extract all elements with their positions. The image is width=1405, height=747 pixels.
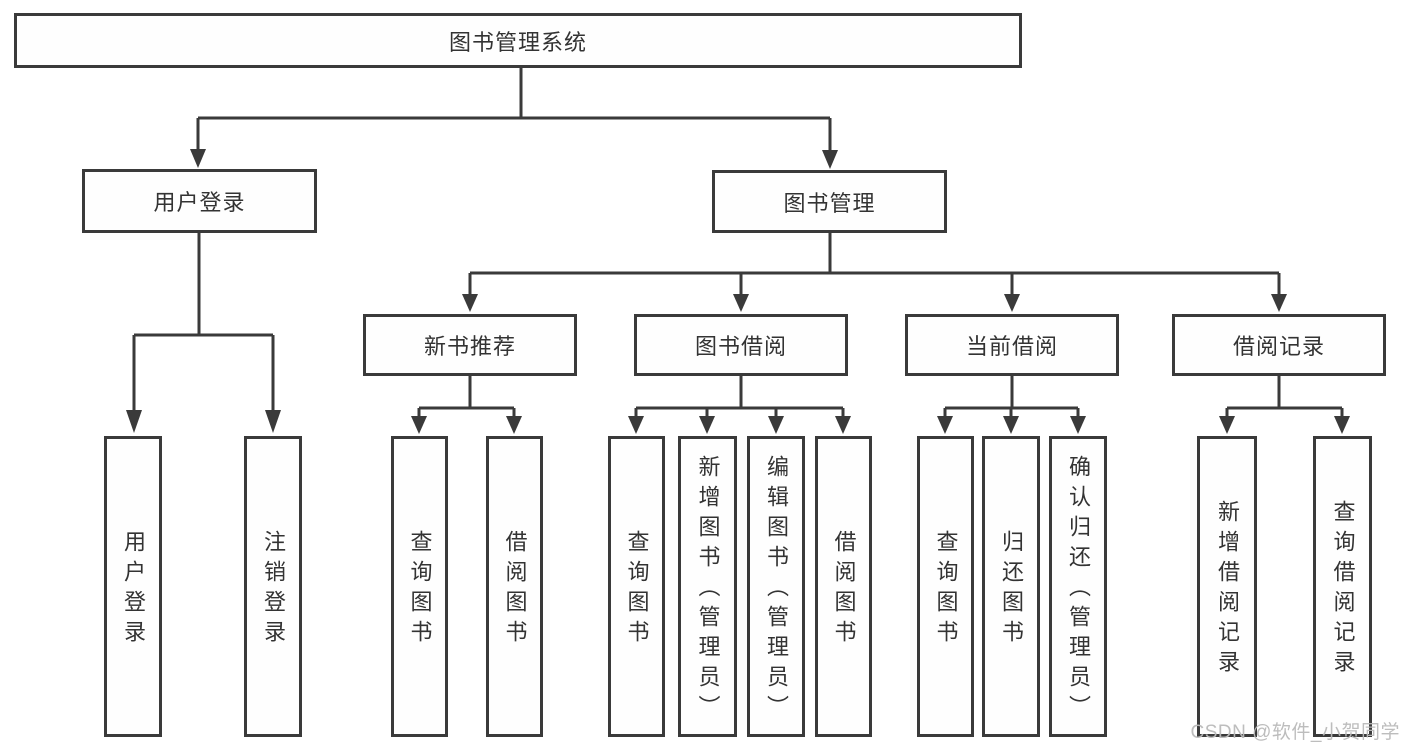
connector-book-mgmt-children	[462, 233, 1287, 312]
leaf-user-login: 用户登录	[104, 436, 162, 737]
leaf-return-books: 归还图书	[982, 436, 1040, 737]
leaf-logout: 注销登录	[244, 436, 302, 737]
connector-current-borrow-children	[937, 376, 1086, 434]
node-library-management-system: 图书管理系统	[14, 13, 1022, 68]
leaf-query-books: 查询图书	[608, 436, 665, 737]
node-new-book-recommendation: 新书推荐	[363, 314, 577, 376]
connector-new-books-children	[411, 376, 522, 434]
leaf-query-books: 查询图书	[391, 436, 448, 737]
node-borrowing-records: 借阅记录	[1172, 314, 1386, 376]
leaf-query-books: 查询图书	[917, 436, 974, 737]
leaf-borrow-books: 借阅图书	[486, 436, 543, 737]
leaf-add-books-admin: 新增图书（管理员）	[678, 436, 737, 737]
leaf-edit-books-admin: 编辑图书（管理员）	[747, 436, 805, 737]
connector-root-to-level1	[190, 68, 838, 169]
csdn-watermark: CSDN @软件_小贺同学	[1190, 722, 1400, 743]
leaf-add-borrow-record: 新增借阅记录	[1197, 436, 1257, 737]
leaf-query-borrow-record: 查询借阅记录	[1313, 436, 1372, 737]
node-book-borrowing: 图书借阅	[634, 314, 848, 376]
node-current-borrowing: 当前借阅	[905, 314, 1119, 376]
connector-borrow-records-children	[1219, 376, 1350, 434]
leaf-confirm-return-admin: 确认归还（管理员）	[1049, 436, 1107, 737]
node-book-management: 图书管理	[712, 170, 947, 233]
connector-book-borrow-children	[628, 376, 851, 434]
leaf-borrow-books: 借阅图书	[815, 436, 872, 737]
connector-user-login-children	[126, 233, 281, 433]
node-user-login: 用户登录	[82, 169, 317, 233]
